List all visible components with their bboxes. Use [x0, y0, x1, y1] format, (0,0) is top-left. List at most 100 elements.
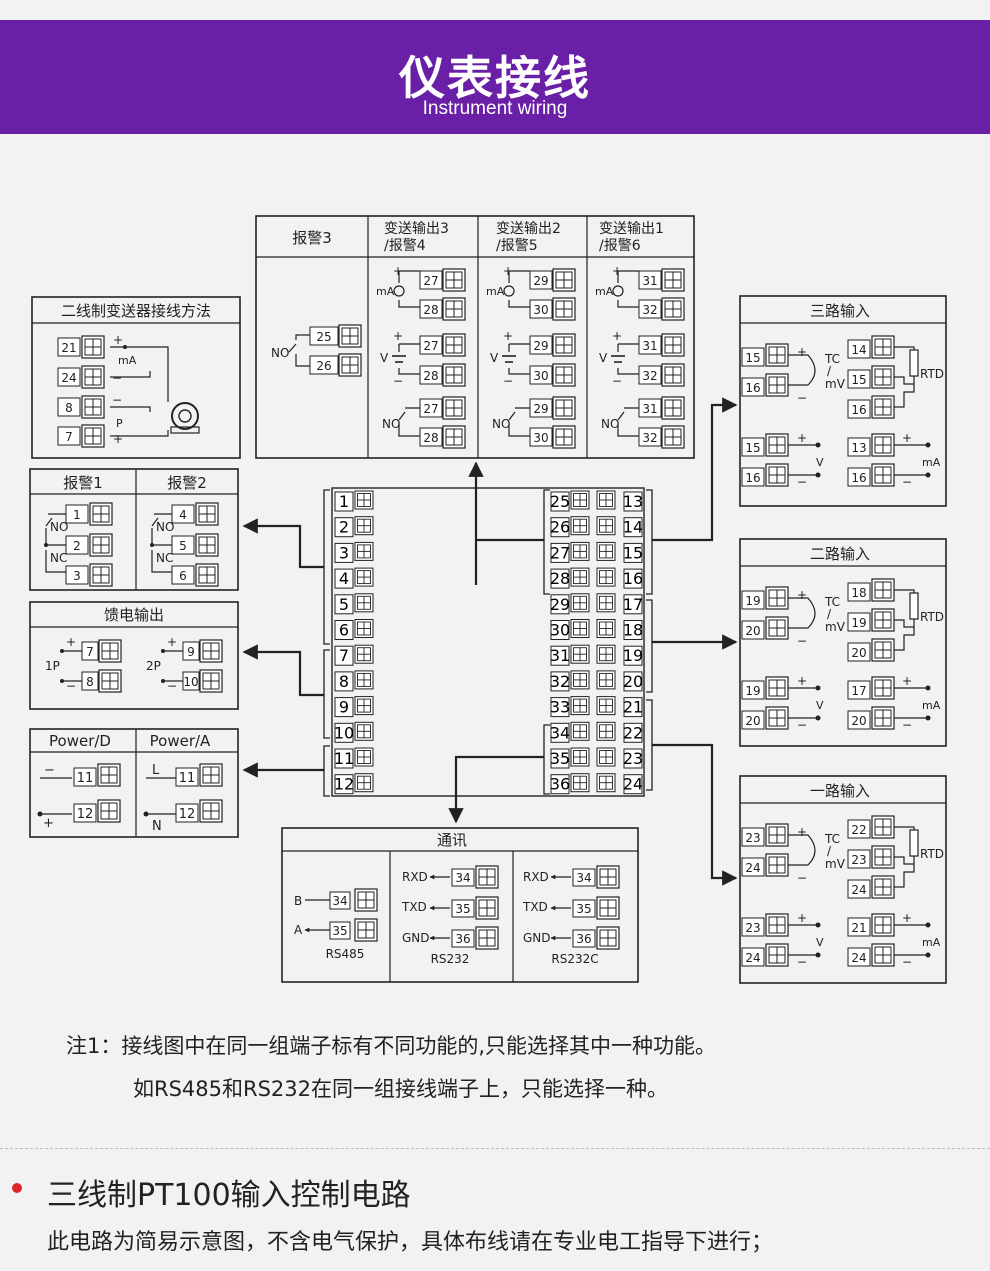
- alarm3-title: 报警3: [292, 229, 332, 247]
- terminal-number: 11: [179, 771, 196, 786]
- rs485-b-label: B: [294, 894, 302, 908]
- minus-label: −: [797, 718, 807, 732]
- bullet-icon: [12, 1183, 22, 1193]
- terminal-number: 4: [179, 508, 187, 522]
- plus-label: +: [797, 431, 807, 445]
- minus-label: −: [44, 763, 55, 778]
- terminal-number: 16: [745, 471, 760, 485]
- terminal-number: 11: [77, 771, 94, 786]
- minus-label: −: [797, 634, 807, 648]
- device-terminal-left: 1: [334, 490, 374, 512]
- device-terminal-number: 4: [339, 569, 349, 588]
- v-label: V: [380, 351, 389, 365]
- rs232c-label: RS232C: [551, 952, 598, 966]
- v-label: V: [816, 699, 824, 712]
- terminal-number: 21: [61, 341, 76, 355]
- terminal-number: 32: [642, 303, 657, 317]
- device-terminal-left: 8: [334, 670, 374, 692]
- slash-label: /: [827, 364, 832, 378]
- v-label: V: [490, 351, 499, 365]
- trans1-title: 变送输出1: [599, 221, 664, 237]
- rxd-label: RXD: [523, 870, 549, 884]
- minus-label: −: [167, 679, 177, 693]
- rtd-label: RTD: [920, 367, 944, 381]
- terminal-number: 22: [851, 823, 866, 837]
- device-terminal-left: 2: [334, 516, 374, 538]
- terminal-number: 15: [745, 441, 760, 455]
- terminal-number: 36: [576, 932, 591, 946]
- trans1-subtitle: /报警6: [599, 238, 641, 254]
- box-frames: [29, 215, 947, 984]
- terminal-number: 3: [73, 569, 81, 583]
- plus-label: +: [612, 329, 622, 343]
- alarm1-title: 报警1: [63, 474, 103, 492]
- no-label: NO: [156, 520, 174, 534]
- terminal-number: 20: [851, 714, 866, 728]
- device-terminal-number: 14: [623, 518, 643, 537]
- plus-label: +: [797, 674, 807, 688]
- device-terminal-number: 16: [623, 569, 643, 588]
- terminal-number: 2: [73, 539, 81, 553]
- device-terminal-number: 3: [339, 543, 349, 562]
- device-terminal-number: 22: [623, 723, 643, 742]
- wiring-diagram: 报警3 变送输出3 /报警4 变送输出2 /报警5 变送输出1 /报警6 二线制…: [29, 215, 947, 984]
- terminal-number: 27: [423, 339, 438, 353]
- minus-label: −: [612, 374, 622, 388]
- two-wire-terminal: 8: [57, 395, 105, 419]
- ch3-title: 三路输入: [810, 302, 870, 320]
- section-divider: [0, 1148, 990, 1149]
- no-label: NO: [601, 417, 619, 431]
- title-banner: 仪表接线 Instrument wiring: [0, 20, 990, 134]
- device-terminal-number: 11: [334, 749, 354, 768]
- nc-label: NC: [50, 551, 67, 565]
- terminal-number: 27: [423, 274, 438, 288]
- plus-label: +: [503, 264, 513, 278]
- device-terminal-number: 35: [550, 749, 570, 768]
- plus-label: +: [902, 674, 912, 688]
- svg-text:−: −: [112, 371, 122, 385]
- terminal-number: 31: [642, 274, 657, 288]
- txd-label: TXD: [401, 900, 427, 914]
- device-terminal-number: 10: [334, 723, 354, 742]
- minus-label: −: [503, 374, 513, 388]
- nc-label: NC: [156, 551, 173, 565]
- page-subtitle: Instrument wiring: [422, 98, 568, 119]
- no-label: NO: [50, 520, 68, 534]
- plus-label: +: [797, 588, 807, 602]
- terminal-number: 21: [851, 921, 866, 935]
- page-title: 仪表接线: [399, 51, 591, 105]
- terminal-number: 31: [642, 339, 657, 353]
- terminal-number: 34: [576, 871, 591, 885]
- alarm3-terminal-26: 26: [316, 359, 331, 373]
- note-line-2: 如RS485和RS232在同一组接线端子上，只能选择一种。: [133, 1077, 669, 1101]
- minus-label: −: [797, 955, 807, 969]
- terminal-number: 20: [745, 624, 760, 638]
- rs485-label: RS485: [326, 947, 365, 961]
- terminal-number: 35: [455, 902, 470, 916]
- terminal-number: 23: [745, 921, 760, 935]
- terminal-number: 18: [851, 586, 866, 600]
- terminal-number: 7: [65, 430, 73, 444]
- device-terminal-number: 30: [550, 621, 570, 640]
- device-terminal-number: 2: [339, 518, 349, 537]
- minus-label: −: [797, 391, 807, 405]
- plus-label: +: [393, 264, 403, 278]
- gnd-label: GND: [523, 931, 551, 945]
- terminal-number: 12: [179, 807, 196, 822]
- terminal-number: 34: [332, 894, 347, 908]
- device-terminal-number: 36: [550, 775, 570, 794]
- device-terminal-left: 4: [334, 567, 374, 589]
- tc-label: TC: [824, 595, 840, 609]
- device-terminal-number: 15: [623, 543, 643, 562]
- neutral-label: N: [152, 819, 162, 834]
- slash-label: /: [827, 607, 832, 621]
- live-label: L: [152, 763, 160, 778]
- alarm3-terminal-25: 25: [316, 330, 331, 344]
- device-terminal-left: 7: [334, 644, 374, 666]
- svg-text:P: P: [116, 417, 123, 430]
